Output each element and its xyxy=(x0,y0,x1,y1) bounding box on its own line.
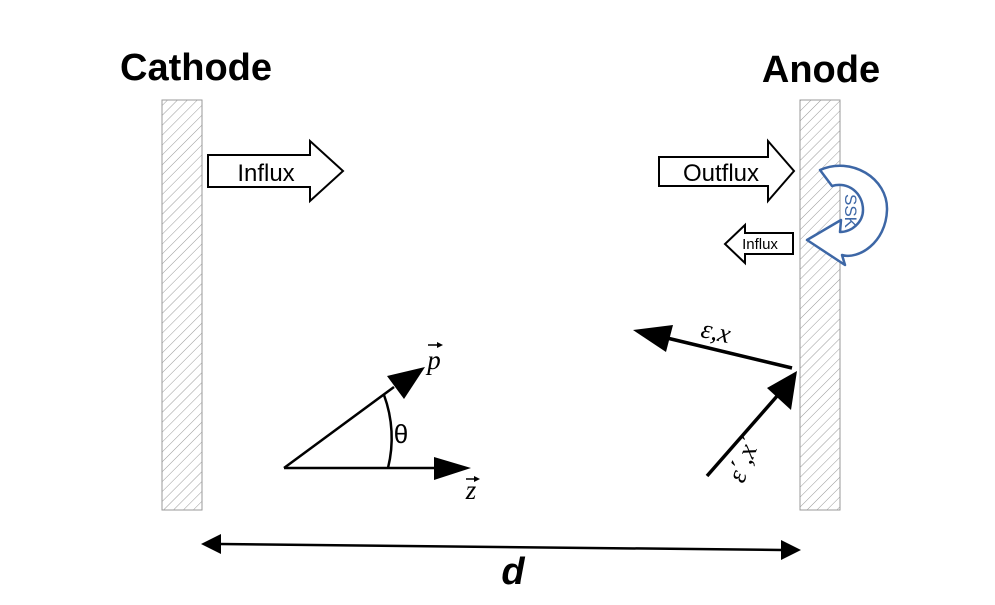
distance-arrowhead-right xyxy=(781,540,801,560)
outflux-arrow xyxy=(658,138,796,204)
z-vector-arrowhead xyxy=(434,457,471,480)
incident-arrowhead xyxy=(767,371,797,410)
p-vector-line xyxy=(283,385,395,470)
influx-label: Influx xyxy=(237,160,294,187)
distance-label: d xyxy=(501,551,525,593)
distance-arrow-line xyxy=(219,542,783,552)
z-vector-label: z xyxy=(465,475,477,505)
distance-arrowhead-left xyxy=(201,534,221,554)
anode-plate xyxy=(799,99,841,511)
p-vector-label: p xyxy=(425,345,441,375)
incident-arrow-line xyxy=(705,393,780,478)
theta-arc xyxy=(382,394,393,469)
anode-title: Anode xyxy=(762,49,880,91)
influx-arrow xyxy=(207,138,345,204)
ssk-label: SSK xyxy=(841,194,860,229)
incident-label: ε΄,x΄ xyxy=(721,431,766,486)
ssk-curved-arrow xyxy=(805,164,889,267)
cathode-title: Cathode xyxy=(120,47,272,89)
cathode-plate xyxy=(161,99,203,511)
z-vector-overarrow-tip xyxy=(474,476,480,482)
theta-label: θ xyxy=(394,419,408,449)
p-vector-overarrow-tip xyxy=(437,342,443,348)
small-influx-arrow xyxy=(723,222,794,266)
p-vector-arrowhead xyxy=(387,367,425,399)
small-influx-label: Influx xyxy=(742,236,778,253)
outflux-label: Outflux xyxy=(683,160,759,187)
reflected-arrow-line xyxy=(666,336,793,370)
reflected-arrowhead xyxy=(633,325,673,352)
reflected-label: ε,x xyxy=(698,313,733,349)
